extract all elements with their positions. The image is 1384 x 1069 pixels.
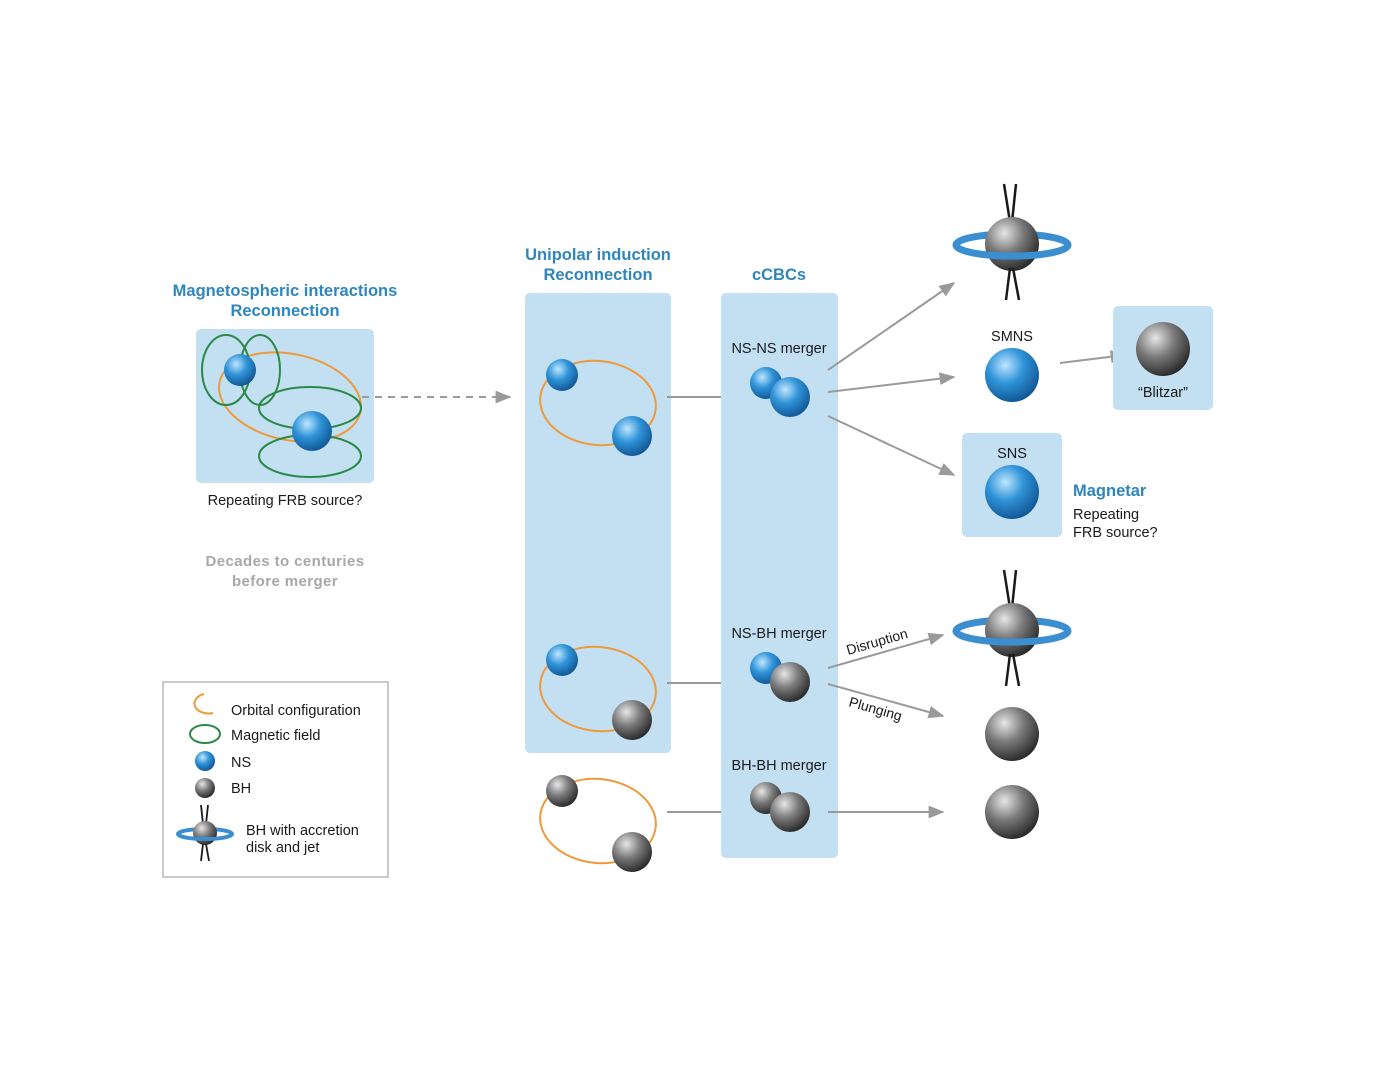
bh-disk-jet-legend-icon [176,804,234,862]
ns-legend-icon [195,751,215,771]
ccbc-title: cCBCs [752,266,806,284]
bh-accretion-disk-jet-icon [952,569,1072,687]
smns-label: SMNS [991,329,1033,345]
legend-orbital: Orbital configuration [231,703,361,719]
unipolar-panel [525,293,671,753]
flow-arrow [827,282,956,371]
ns-ns-merger-label: NS-NS merger [731,341,826,357]
middle-title-line2: Reconnection [543,266,652,284]
magnetar-title: Magnetar [1073,482,1147,500]
black-hole-icon [546,775,578,807]
black-hole-icon [612,700,652,740]
magnetar-line2: FRB source? [1073,525,1158,541]
left-caption: Repeating FRB source? [208,493,363,509]
neutron-star-icon [770,377,810,417]
black-hole-icon [770,792,810,832]
flow-arrow [827,415,956,476]
ns-bh-merger-label: NS-BH merger [731,626,826,642]
legend-magnetic: Magnetic field [231,728,320,744]
black-hole-icon [1136,322,1190,376]
flow-arrow [827,372,956,393]
orbit-bh-bh [539,777,657,865]
timing-line1: Decades to centuries [206,553,365,570]
neutron-star-icon [546,359,578,391]
bh-bh-merger-label: BH-BH merger [731,758,826,774]
timing-line2: before merger [232,573,338,590]
legend-disk-line1: BH with accretion [246,823,359,839]
magnetic-field-legend-icon [189,724,221,744]
bh-accretion-disk-jet-icon [952,183,1072,301]
left-title-line1: Magnetospheric interactions [173,282,398,300]
left-title-line2: Reconnection [230,302,339,320]
middle-title-line1: Unipolar induction [525,246,671,264]
neutron-star-icon [292,411,332,451]
sns-label: SNS [997,446,1027,462]
blitzar-label: “Blitzar” [1138,385,1188,401]
bh-legend-icon [195,778,215,798]
orbit-legend-icon [193,693,214,715]
neutron-star-icon [612,416,652,456]
legend-ns: NS [231,755,251,771]
black-hole-icon [985,785,1039,839]
legend-bh: BH [231,781,251,797]
legend-disk-line2: disk and jet [246,840,319,856]
neutron-star-icon [985,348,1039,402]
ccbc-panel [721,293,838,858]
magnetar-line1: Repeating [1073,507,1139,523]
neutron-star-icon [985,465,1039,519]
flow-arrow [827,632,945,669]
orbit-ns-ns [539,359,657,447]
black-hole-icon [612,832,652,872]
black-hole-icon [985,707,1039,761]
black-hole-icon [770,662,810,702]
neutron-star-icon [546,644,578,676]
orbit-ns-bh [539,645,657,733]
flow-arrow [827,683,945,719]
neutron-star-icon [224,354,256,386]
